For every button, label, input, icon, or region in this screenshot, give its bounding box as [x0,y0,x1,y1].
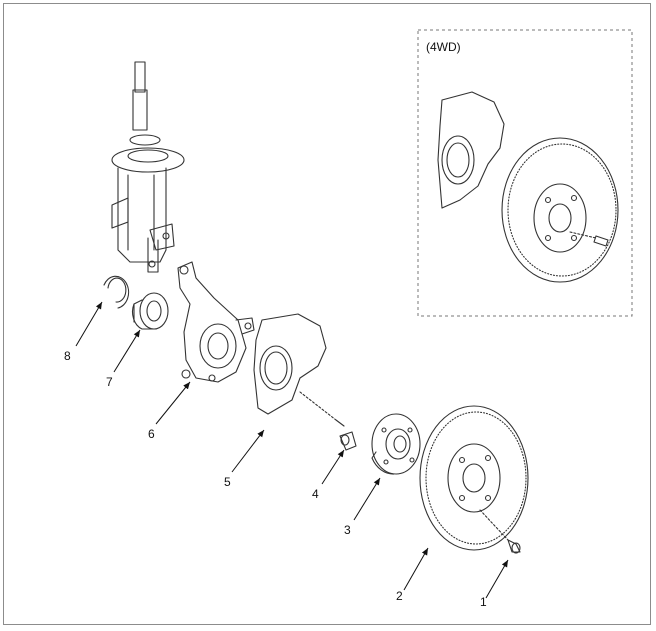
disc-screw [507,539,521,554]
inset-title-4wd: (4WD) [426,40,461,54]
leader-4 [321,449,345,485]
leader-2 [403,547,429,591]
leader-1 [485,559,509,599]
callout-2: 2 [396,589,403,603]
callout-8: 8 [64,349,71,363]
inset-dust-cover [437,91,505,209]
callout-6: 6 [148,427,155,441]
callout-7: 7 [106,375,113,389]
steering-knuckle [177,261,255,383]
leader-8 [75,301,103,347]
callout-5: 5 [224,475,231,489]
diagram-frame [3,3,651,625]
strut-assembly [111,61,185,273]
wheel-bearing [132,292,169,330]
callout-3: 3 [344,523,351,537]
wheel-hub [371,413,421,475]
hub-bolt [339,431,357,451]
inset-box-4wd [417,29,633,317]
brake-disc [419,405,529,551]
callout-1: 1 [480,595,487,609]
dust-cover [253,313,345,427]
snap-ring [103,275,130,309]
leader-5 [231,429,265,473]
callout-4: 4 [312,487,319,501]
leader-3 [353,477,381,521]
leader-7 [113,329,141,373]
inset-brake-disc [501,137,619,283]
leader-6 [155,381,191,425]
